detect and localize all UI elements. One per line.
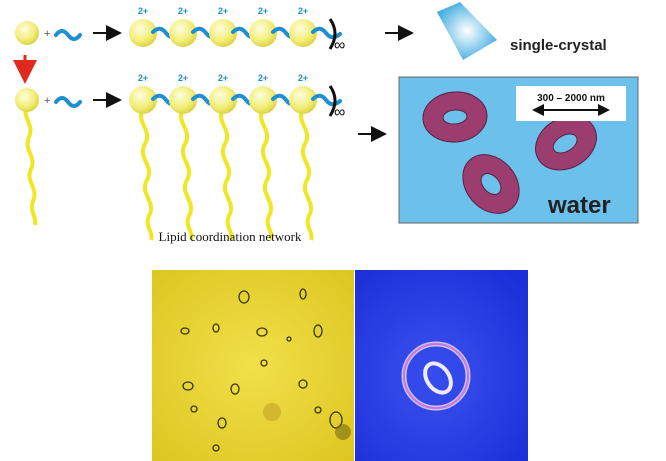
lipid-tail bbox=[299, 107, 314, 241]
metal-ion-ball bbox=[249, 86, 277, 114]
lipid-head-ball bbox=[15, 88, 39, 112]
vesicle-speck bbox=[230, 383, 240, 395]
repeat-bracket bbox=[328, 85, 337, 117]
vesicle-speck bbox=[212, 323, 220, 333]
water-label: water bbox=[547, 192, 611, 219]
lipid-tail bbox=[23, 104, 38, 226]
vesicle-speck bbox=[217, 417, 227, 429]
metal-ion-ball bbox=[209, 86, 237, 114]
metal-ion-ball bbox=[249, 19, 277, 47]
vesicle-speck bbox=[212, 444, 220, 452]
metal-ion-ball bbox=[289, 86, 317, 114]
charge-label: 2+ bbox=[138, 6, 148, 16]
lipid-tail bbox=[179, 107, 194, 241]
charge-label: 2+ bbox=[138, 73, 148, 83]
vesicles bbox=[422, 91, 597, 214]
vesicle-speck bbox=[298, 379, 308, 389]
vesicle-speck bbox=[314, 406, 322, 414]
crystal-label: single-crystal bbox=[510, 37, 607, 54]
charge-label: 2+ bbox=[298, 73, 308, 83]
plus-sign-2: + bbox=[44, 95, 50, 107]
vesicle-speck bbox=[182, 381, 194, 391]
vesicle-speck bbox=[260, 359, 268, 367]
infinity-symbol: ∞ bbox=[334, 104, 345, 121]
vesicle-speck bbox=[299, 288, 307, 300]
metal-ion-ball bbox=[169, 19, 197, 47]
caption: Lipid coordination network bbox=[159, 229, 302, 244]
vesicle-ring bbox=[462, 154, 520, 214]
vesicle-speck bbox=[256, 327, 268, 337]
vesicle-speck bbox=[190, 405, 198, 413]
repeat-bracket bbox=[328, 18, 337, 50]
lipid-tail bbox=[219, 107, 234, 241]
micrograph-fluorescence bbox=[355, 270, 528, 461]
charge-label: 2+ bbox=[218, 6, 228, 16]
charge-label: 2+ bbox=[298, 6, 308, 16]
metal-ion-ball bbox=[129, 19, 157, 47]
micrograph-brightfield bbox=[152, 270, 354, 461]
metal-ion-ball bbox=[209, 19, 237, 47]
linker-icon-2 bbox=[54, 96, 82, 108]
charge-label: 2+ bbox=[178, 6, 188, 16]
metal-ion-ball bbox=[15, 21, 39, 45]
linker-icon bbox=[54, 29, 82, 41]
vesicle-ring bbox=[422, 91, 488, 143]
charge-label: 2+ bbox=[258, 73, 268, 83]
vesicle-speck bbox=[238, 290, 250, 304]
crystal-icon bbox=[437, 2, 497, 60]
infinity-symbol: ∞ bbox=[334, 37, 345, 54]
row-metal-ion: + 2+ 2+ 2+ 2+ 2+ ∞ bbox=[15, 6, 345, 54]
charge-label: 2+ bbox=[218, 73, 228, 83]
vesicle-speck bbox=[313, 324, 323, 338]
metal-ion-ball bbox=[169, 86, 197, 114]
row-lipid: + 2+ 2+ 2+ 2+ 2+ ∞ bbox=[15, 73, 345, 241]
charge-label: 2+ bbox=[258, 6, 268, 16]
plus-sign: + bbox=[44, 28, 50, 40]
lipid-tail bbox=[259, 107, 274, 241]
vesicle-speck bbox=[180, 327, 190, 335]
metal-ion-ball bbox=[129, 86, 157, 114]
lipid-tail bbox=[139, 107, 154, 241]
metal-ion-ball bbox=[289, 19, 317, 47]
vesicle-speck bbox=[286, 336, 292, 342]
coordination-chain: 2+ 2+ 2+ 2+ 2+ ∞ bbox=[129, 6, 345, 54]
lipid-coordination-chain: 2+ 2+ 2+ 2+ 2+ ∞ bbox=[129, 73, 345, 241]
charge-label: 2+ bbox=[178, 73, 188, 83]
vesicle-ring bbox=[535, 115, 597, 171]
vesicle-speck bbox=[329, 411, 343, 429]
scale-label: 300 – 2000 nm bbox=[537, 93, 605, 104]
